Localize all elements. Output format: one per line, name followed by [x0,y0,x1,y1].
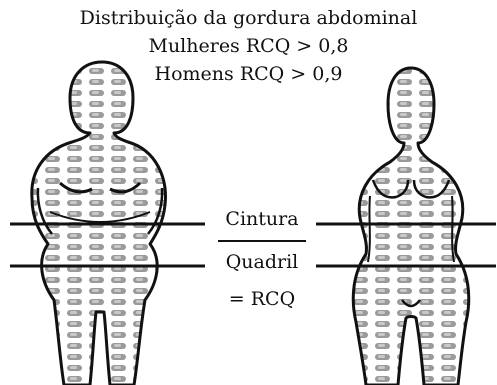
female-figure [353,68,469,385]
waist-label: Cintura [212,208,312,230]
hip-label: Quadril [212,251,312,273]
ratio-result: = RCQ [212,288,312,310]
